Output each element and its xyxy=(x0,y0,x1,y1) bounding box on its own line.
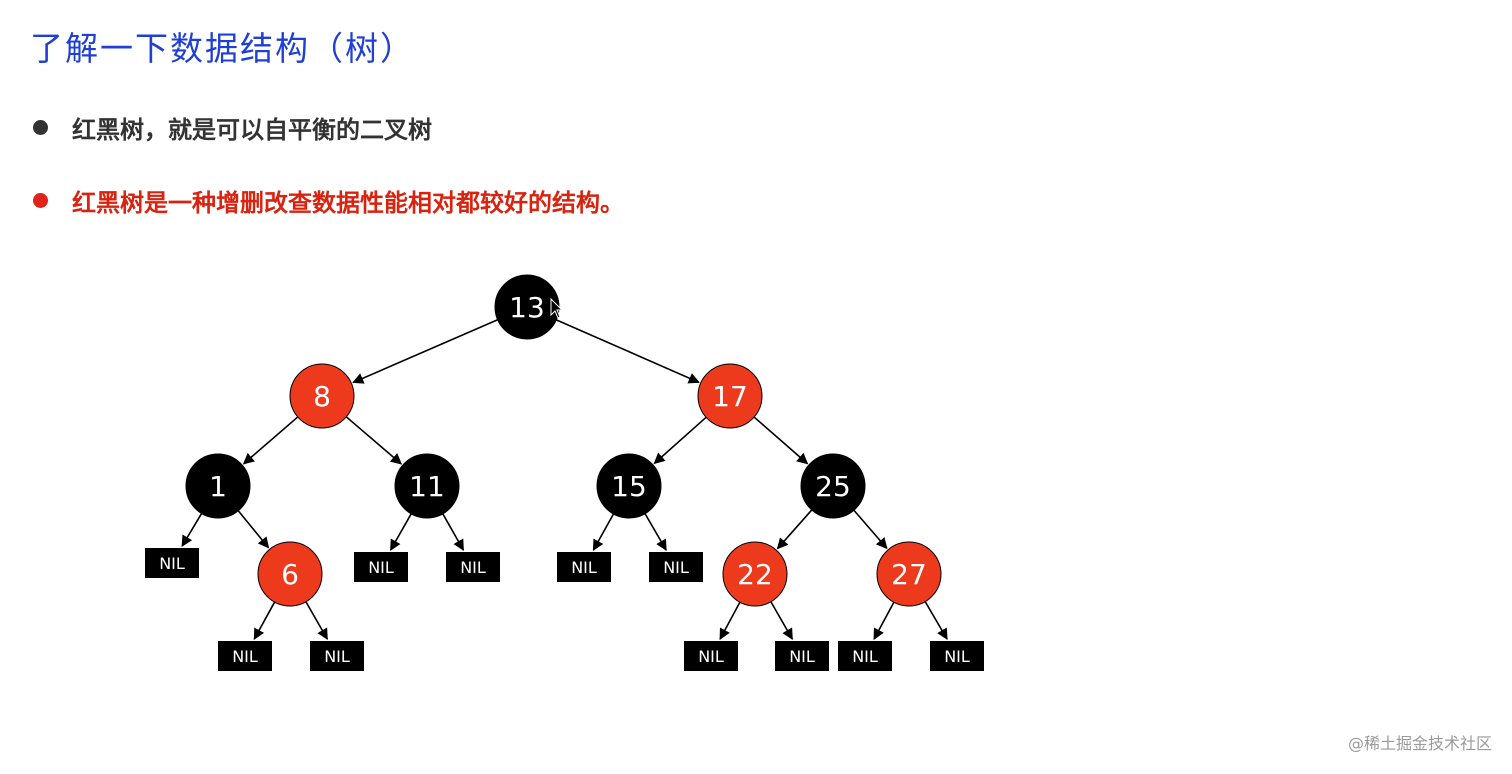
tree-node-6: 6 xyxy=(257,541,323,607)
nil-leaf: NIL xyxy=(354,552,408,582)
nil-leaf: NIL xyxy=(684,641,738,671)
tree-node-label: 13 xyxy=(509,291,545,324)
red-node-circle xyxy=(697,363,763,429)
tree-node-27: 27 xyxy=(876,541,942,607)
tree-edge-arrow xyxy=(924,601,948,640)
tree-node-22: 22 xyxy=(722,541,788,607)
tree-edge-arrow xyxy=(719,601,741,640)
tree-edge-arrow xyxy=(442,513,465,551)
nil-box xyxy=(838,641,892,671)
bullet-dot-icon xyxy=(33,193,48,208)
bullet-text-2: 红黑树是一种增删改查数据性能相对都较好的结构。 xyxy=(72,189,624,217)
tree-node-13: 13 xyxy=(494,274,560,340)
tree-edge-arrow xyxy=(770,601,793,640)
nil-box xyxy=(446,552,500,582)
nil-leaf: NIL xyxy=(145,548,199,578)
tree-node-label: 6 xyxy=(281,558,299,591)
tree-edge-arrow xyxy=(253,601,276,640)
nil-box xyxy=(354,552,408,582)
red-node-circle xyxy=(876,541,942,607)
nil-leaf: NIL xyxy=(930,641,984,671)
bullet-dot-icon xyxy=(33,120,48,135)
nil-label: NIL xyxy=(663,558,689,577)
bullet-item-2: 红黑树是一种增删改查数据性能相对都较好的结构。 xyxy=(33,183,624,218)
nil-label: NIL xyxy=(852,647,878,666)
red-node-circle xyxy=(722,541,788,607)
tree-edge-arrow xyxy=(776,509,813,550)
nil-box xyxy=(930,641,984,671)
tree-node-label: 25 xyxy=(815,470,851,503)
tree-edge-arrow xyxy=(305,601,328,640)
tree-edge-arrow xyxy=(181,513,203,547)
nil-label: NIL xyxy=(571,558,597,577)
nil-box xyxy=(145,548,199,578)
tree-edge-arrow xyxy=(345,416,403,465)
tree-edge-arrow xyxy=(237,510,270,549)
nil-box xyxy=(649,552,703,582)
nil-leaf: NIL xyxy=(310,641,364,671)
nil-label: NIL xyxy=(324,647,350,666)
bullet-item-1: 红黑树，就是可以自平衡的二叉树 xyxy=(33,110,432,145)
slide-title: 了解一下数据结构（树） xyxy=(30,29,415,68)
nil-label: NIL xyxy=(698,647,724,666)
tree-edge-arrow xyxy=(873,601,895,640)
nil-leaf: NIL xyxy=(446,552,500,582)
nil-box xyxy=(775,641,829,671)
nil-leaf: NIL xyxy=(838,641,892,671)
tree-node-label: 15 xyxy=(611,470,647,503)
nil-leaf: NIL xyxy=(557,552,611,582)
tree-node-label: 1 xyxy=(209,470,227,503)
tree-edge-arrow xyxy=(389,513,412,551)
tree-node-25: 25 xyxy=(800,453,866,519)
nil-box xyxy=(218,641,272,671)
nil-label: NIL xyxy=(368,558,394,577)
tree-edge-arrow xyxy=(644,513,667,551)
tree-node-label: 11 xyxy=(409,470,445,503)
nil-box xyxy=(684,641,738,671)
black-node-circle xyxy=(800,453,866,519)
tree-edge-arrow xyxy=(555,319,700,384)
tree-edge-arrow xyxy=(653,416,707,465)
tree-node-label: 27 xyxy=(891,558,927,591)
nil-label: NIL xyxy=(789,647,815,666)
bullet-text-1: 红黑树，就是可以自平衡的二叉树 xyxy=(72,116,432,144)
red-node-circle xyxy=(289,363,355,429)
nil-label: NIL xyxy=(159,554,185,573)
tree-node-11: 11 xyxy=(394,453,460,519)
nil-box xyxy=(557,552,611,582)
tree-node-8: 8 xyxy=(289,363,355,429)
black-node-circle xyxy=(185,453,251,519)
nil-label: NIL xyxy=(232,647,258,666)
tree-edge-arrow xyxy=(753,416,809,465)
nil-leaf: NIL xyxy=(649,552,703,582)
mouse-cursor-icon xyxy=(550,298,564,319)
tree-node-label: 17 xyxy=(712,380,748,413)
red-node-circle xyxy=(257,541,323,607)
tree-edge-arrow xyxy=(592,513,615,551)
nil-label: NIL xyxy=(460,558,486,577)
nil-leaf: NIL xyxy=(218,641,272,671)
black-node-circle xyxy=(596,453,662,519)
tree-edge-arrow xyxy=(352,319,498,384)
nil-label: NIL xyxy=(944,647,970,666)
black-node-circle xyxy=(394,453,460,519)
tree-edge-arrow xyxy=(242,416,299,465)
tree-node-label: 22 xyxy=(737,558,773,591)
tree-node-17: 17 xyxy=(697,363,763,429)
tree-edge-arrow xyxy=(853,509,888,550)
nil-box xyxy=(310,641,364,671)
watermark: @稀土掘金技术社区 xyxy=(1347,734,1492,753)
tree-node-label: 8 xyxy=(313,380,331,413)
tree-node-1: 1 xyxy=(185,453,251,519)
tree-node-15: 15 xyxy=(596,453,662,519)
nil-leaf: NIL xyxy=(775,641,829,671)
